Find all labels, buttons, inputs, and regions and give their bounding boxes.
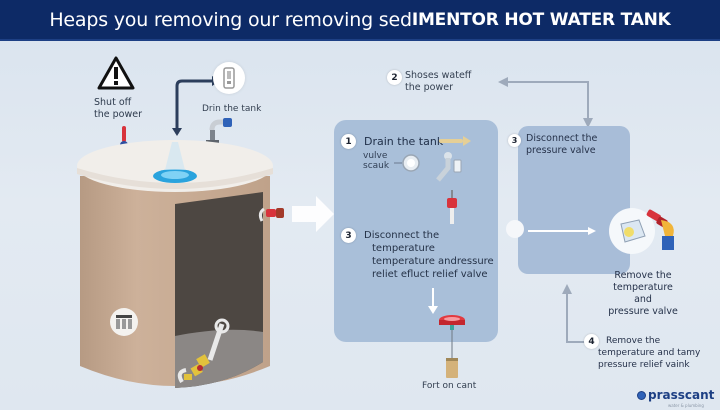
brand-logo: prasscant (637, 388, 714, 402)
connector-node (506, 220, 524, 238)
relief-valve-side-icon (258, 207, 284, 222)
step-2-badge: 2 (387, 70, 402, 85)
brand-globe-icon (637, 390, 646, 400)
title-bold: IMENTOR HOT WATER TANK (411, 9, 671, 30)
connector-bottom (562, 284, 589, 343)
connector-top (498, 77, 593, 128)
step-1-title: Drain the tank (364, 135, 444, 148)
drain-tank-label: Drin the tank (202, 104, 262, 114)
step-1-sub1: vulve (363, 151, 388, 161)
drain-arrow-icon (439, 136, 471, 146)
shut-off-label: Shut off the power (94, 97, 142, 120)
water-heater-tank (77, 140, 273, 388)
step-1-badge: 1 (341, 134, 356, 149)
title-light: Heaps you removing our removing sed (49, 8, 412, 31)
down-arrow-icon (428, 288, 438, 314)
remove-valve-caption: Remove the temperature and pressure valv… (608, 270, 678, 318)
faucet-wrench-icon (436, 152, 462, 182)
brand-name: prasscant (648, 388, 715, 402)
step-4-line3: pressure relief vaink (598, 360, 690, 370)
wrench-icon (177, 318, 230, 384)
step-3a-line1: Disconnect the (364, 230, 440, 241)
arrow-right-icon (292, 196, 334, 232)
step-1-sub: vulve scauk (363, 151, 389, 171)
valve-knob-icon (394, 154, 420, 172)
step-3b-line1: Disconnect the (526, 133, 598, 144)
step-3a-line4: reliet efluct relief valve (372, 269, 488, 280)
step-3b-text: Disconnect the pressure valve (526, 133, 597, 157)
step-3a-text: Disconnect the temperature temperature a… (364, 229, 494, 281)
steps-panel-right (518, 126, 630, 274)
faucet-icon (213, 62, 245, 94)
relief-valve-icon (447, 190, 457, 224)
step-4-text: Remove the temperature and tamy pressure… (598, 335, 700, 371)
remove-valve-line2: temperature and (613, 282, 673, 305)
pressure-cap-icon (439, 315, 465, 378)
brand-tagline: water & plumbing (668, 403, 704, 408)
fort-on-cant-label: Fort on cant (422, 381, 477, 391)
remove-valve-line3: pressure valve (608, 306, 678, 317)
arrow-right-thin-icon (528, 227, 596, 235)
step-3b-line2: pressure valve (526, 145, 596, 156)
step-2-text: Shoses wateff the power (405, 70, 471, 94)
step-3a-badge: 3 (341, 228, 356, 243)
gauge-icon (110, 308, 138, 336)
step-4-badge: 4 (584, 334, 599, 349)
hand-spray-icon (646, 209, 674, 250)
step-3a-line3: temperature andressure (372, 256, 494, 267)
warning-icon (97, 56, 135, 90)
remove-valve-line1: Remove the (614, 270, 672, 281)
step-3a-line2: temperature (372, 243, 435, 254)
step-2-line2: the power (405, 82, 453, 93)
step-3b-badge: 3 (508, 134, 521, 147)
step-4-line1: Remove the (606, 336, 661, 346)
step-4-line2: temperature and tamy (598, 348, 701, 358)
step-1-sub2: scauk (363, 161, 390, 171)
step-2-line1: Shoses wateff (405, 70, 472, 81)
